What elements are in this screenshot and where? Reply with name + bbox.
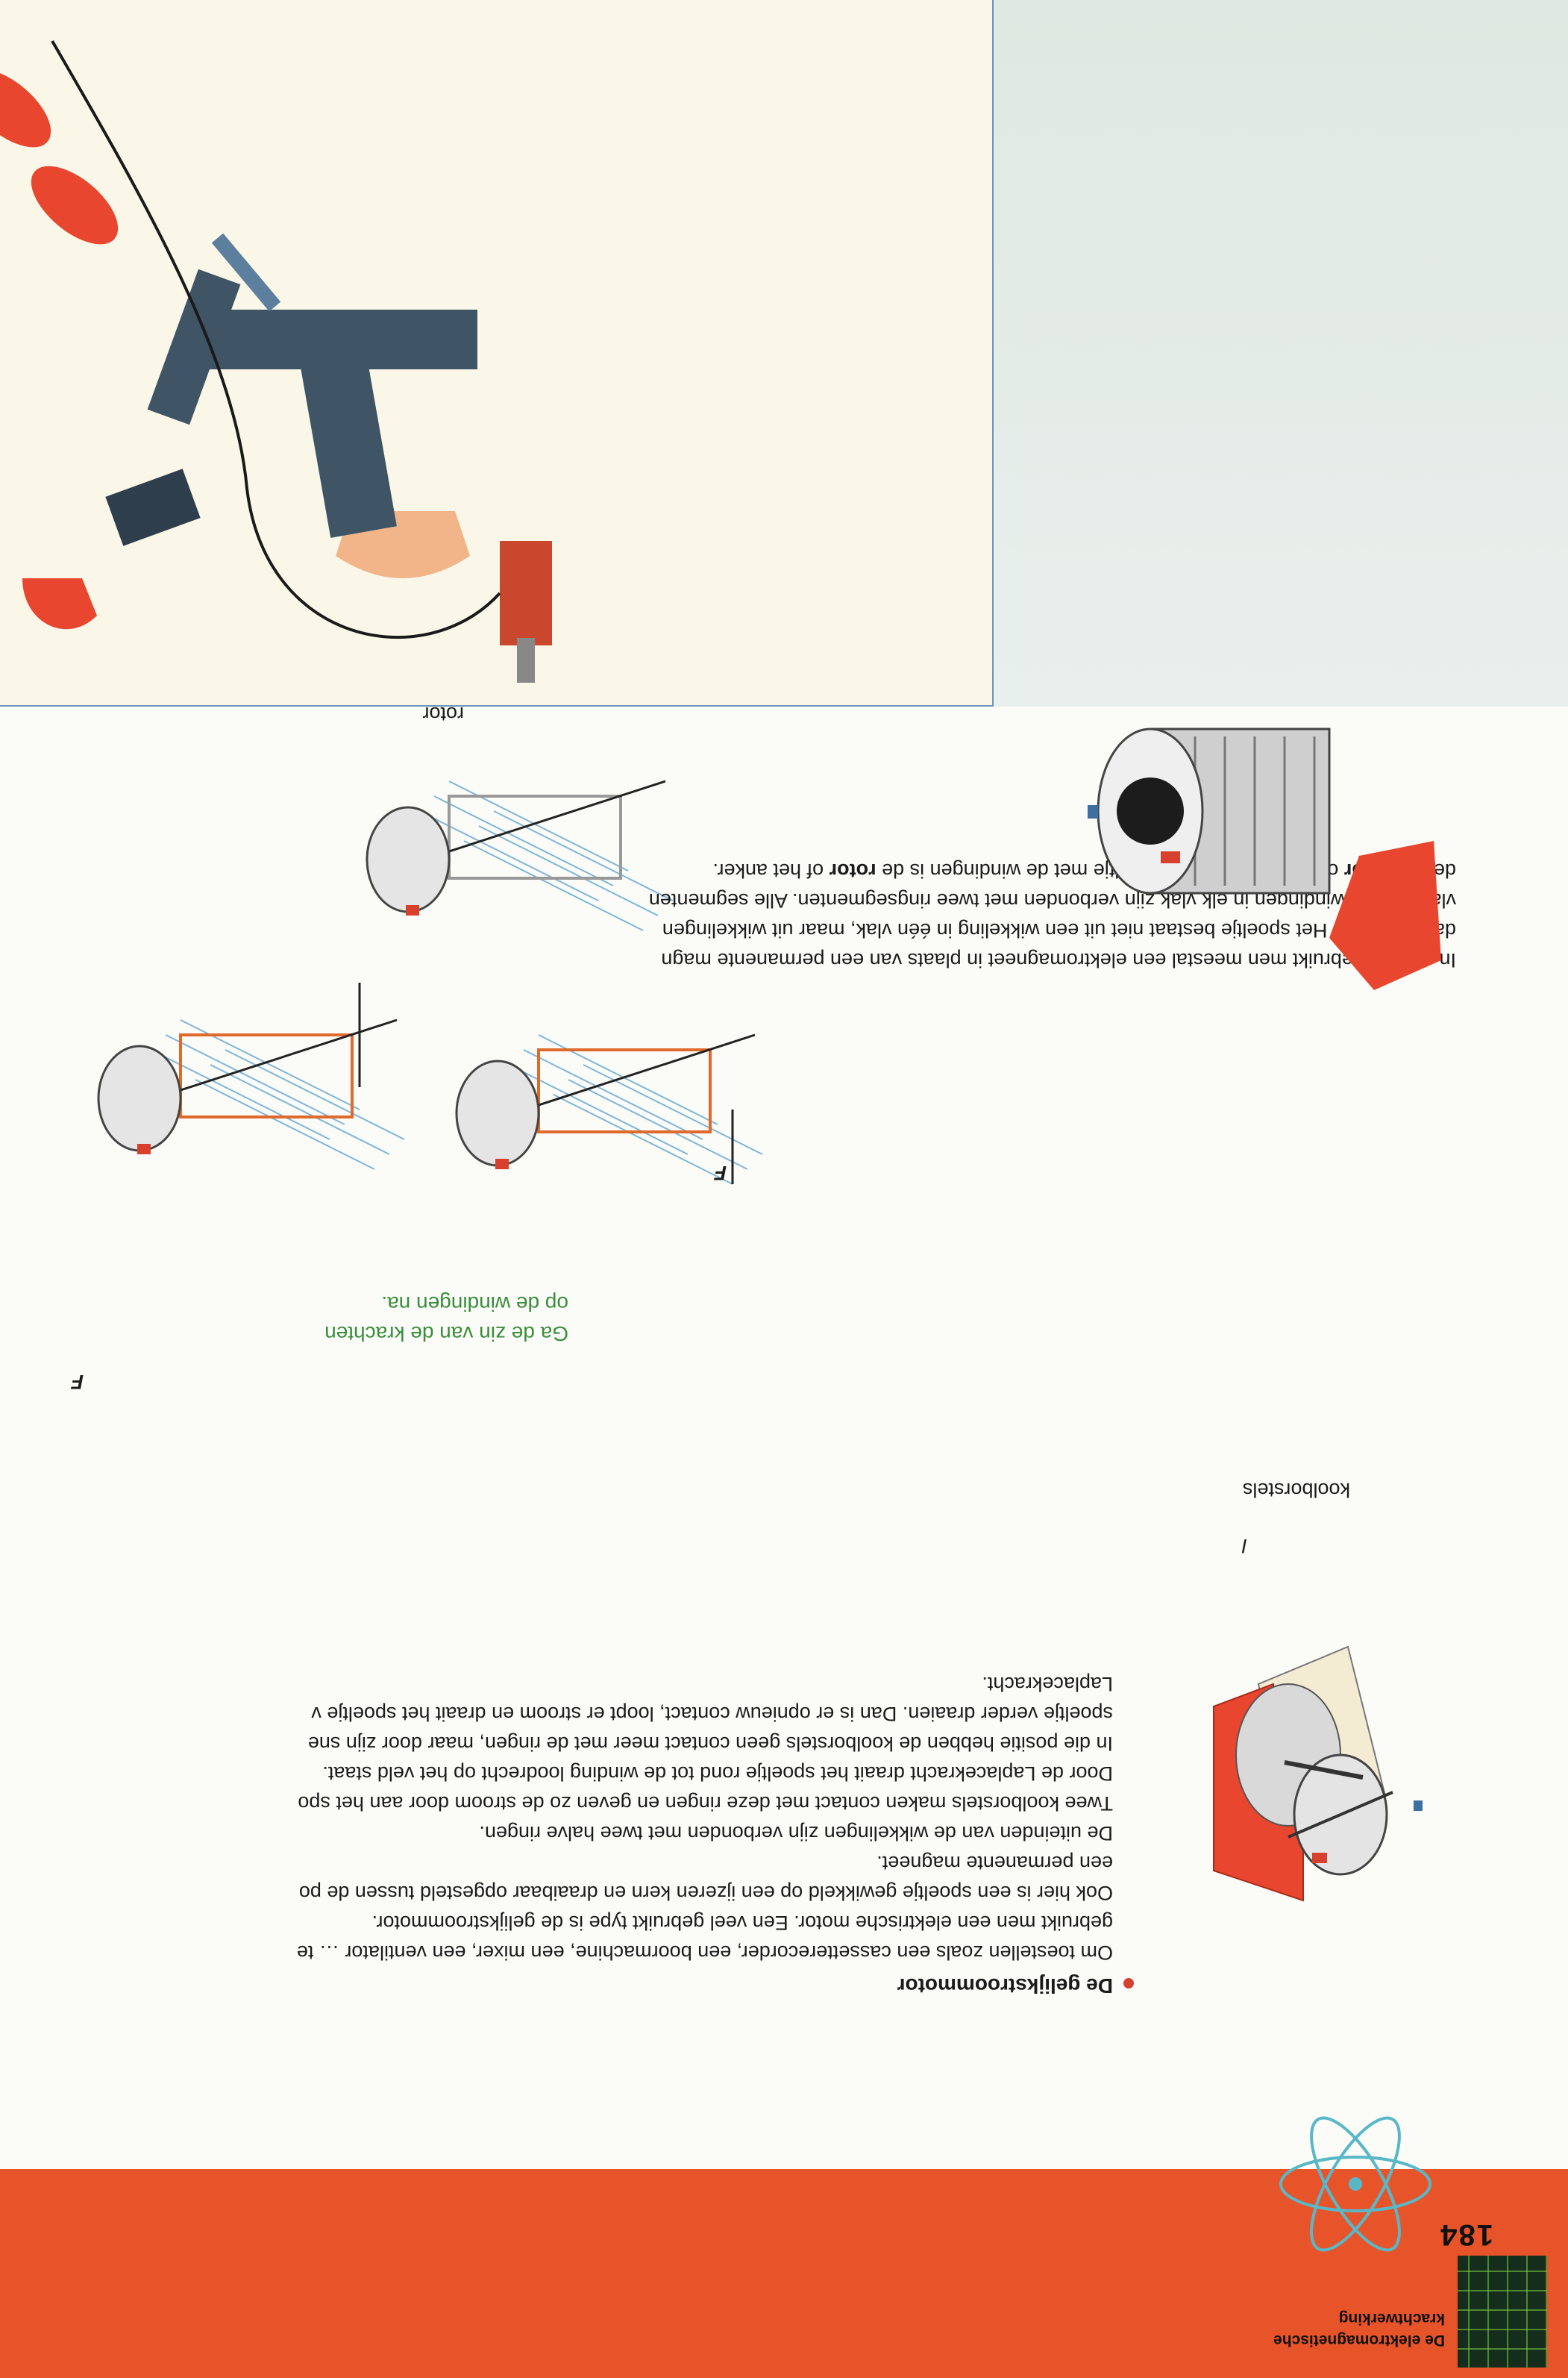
label-current: I — [1241, 1535, 1247, 1557]
text-line: Laplacekracht. — [982, 1673, 1113, 1695]
background-strip — [994, 0, 1568, 707]
intro-text: Om toestellen zoals een cassetterecorder… — [9, 1669, 1113, 1968]
dc-motor-diagram — [1213, 1645, 1423, 1902]
chapter-pattern-icon — [1458, 2256, 1547, 2368]
text-line: De uiteinden van de wikkelingen zijn ver… — [479, 1822, 1113, 1844]
label-koolborstels: koolborstels — [1242, 1479, 1350, 1501]
chapter-title: De elektromagnetische krachtwerking — [1206, 2308, 1445, 2351]
illustration-panel — [0, 0, 994, 707]
rotor-collector-diagram — [1088, 728, 1441, 990]
chapter-title-line2: krachtwerking — [1338, 2310, 1445, 2327]
appliance-cartoon — [0, 40, 552, 683]
side-note: Ga de zin van de krachten op de windinge… — [255, 1289, 568, 1348]
text-run: of het anker. — [712, 860, 830, 882]
text-line: Door de Laplacekracht draait het spoeltj… — [322, 1762, 1113, 1785]
text-line: spoeltje verder draaien. Dan is er opnie… — [311, 1703, 1113, 1725]
term-rotor: rotor — [829, 860, 876, 882]
text-line: In die positie hebben de koolborstels ge… — [307, 1733, 1113, 1755]
text-line: Twee koolborstels maken contact met deze… — [298, 1792, 1113, 1815]
coil-field-diagram-2 — [366, 780, 674, 931]
section-bullet — [1123, 1978, 1134, 1989]
side-note-line1: Ga de zin van de krachten — [324, 1322, 568, 1345]
atom-icon — [1279, 2116, 1431, 2252]
text-line: Om toestellen zoals een cassetterecorder… — [296, 1941, 1113, 1964]
page-number: 184 — [1439, 2218, 1493, 2251]
side-note-line2: op de windingen na. — [381, 1292, 568, 1315]
text-line: gebruikt men een elektrische motor. Een … — [371, 1912, 1114, 1934]
coil-field-diagram-1 — [455, 1033, 763, 1185]
section-title: De gelijkstroommotor — [897, 1974, 1113, 1997]
text-line: een permanente magneet. — [876, 1852, 1113, 1874]
label-force-2: F — [71, 1371, 84, 1393]
label-force-1: F — [714, 1162, 727, 1184]
text-line: Ook hier is een spoeltje gewikkeld op ee… — [298, 1882, 1113, 1904]
chapter-title-line1: De elektromagnetische — [1273, 2332, 1445, 2349]
coil-field-diagram-3 — [97, 983, 405, 1170]
